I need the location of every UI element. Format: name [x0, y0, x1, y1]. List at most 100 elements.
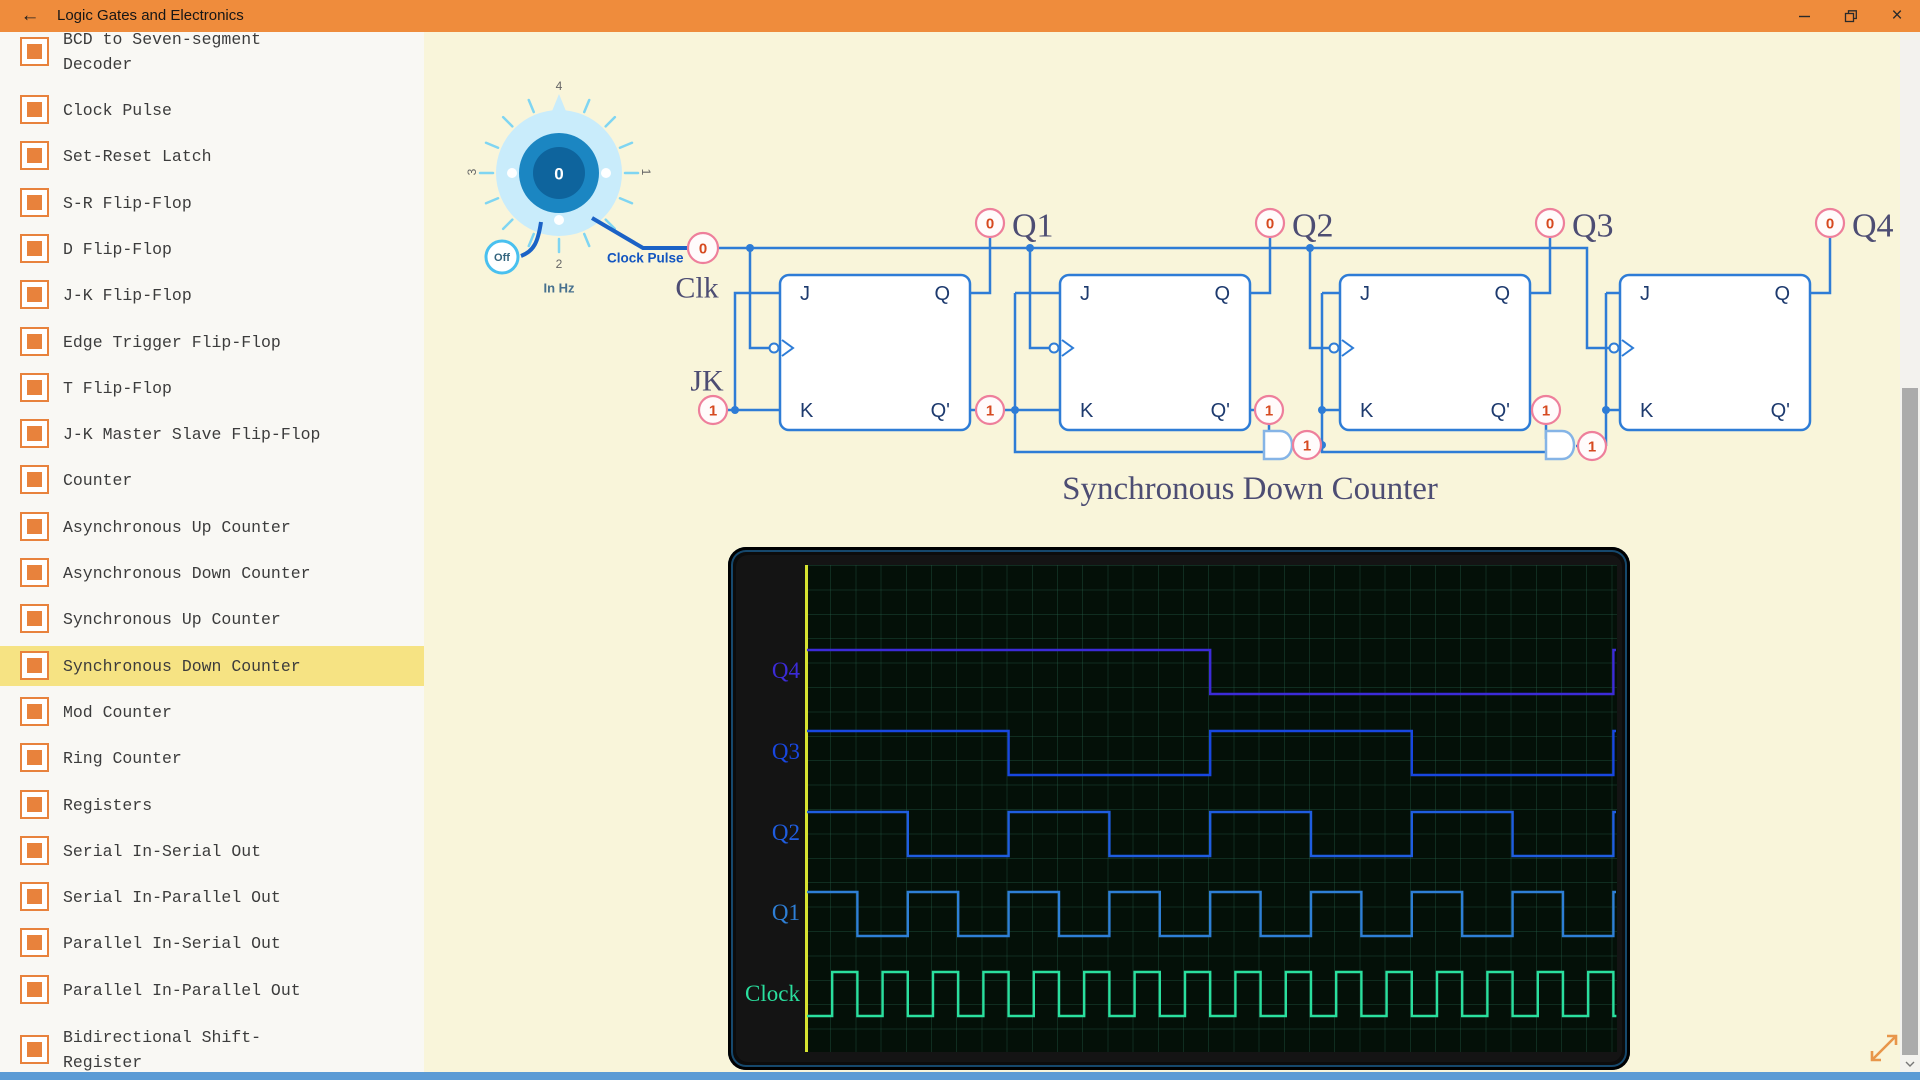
clock-dial[interactable]: 0 4 1 2 3 In Hz — [465, 79, 653, 296]
sidebar-item-label: T Flip-Flop — [63, 378, 172, 398]
sidebar-item-label: S-R Flip-Flop — [63, 193, 192, 213]
sidebar-item[interactable]: Synchronous Up Counter — [0, 599, 424, 639]
dial-off-badge[interactable]: Off — [484, 239, 520, 275]
restore-icon — [1844, 10, 1857, 23]
dial-tick — [484, 141, 500, 149]
minimize-button[interactable] — [1782, 0, 1828, 32]
sidebar-item[interactable]: Asynchronous Up Counter — [0, 507, 424, 547]
dial-unit-label: In Hz — [543, 281, 575, 296]
dial-tick — [583, 98, 591, 114]
topic-checkbox-icon — [20, 604, 49, 634]
sidebar-item-label: Serial In-Parallel Out — [63, 888, 281, 908]
title-bar: ← Logic Gates and Electronics × — [0, 0, 1920, 32]
topic-checkbox-icon — [20, 37, 49, 66]
dial-tick-label-bottom: 2 — [556, 257, 563, 271]
sidebar-item[interactable]: D Flip-Flop — [0, 229, 424, 269]
sidebar-item-label: Parallel In-Parallel Out — [63, 980, 301, 1000]
topic-checkbox-icon — [20, 650, 49, 680]
scroll-down-button[interactable] — [1900, 1055, 1920, 1072]
topic-checkbox-icon — [20, 696, 49, 726]
sidebar-item-label: Set-Reset Latch — [63, 147, 212, 167]
sidebar-item-label: Synchronous Down Counter — [63, 656, 301, 676]
sidebar-item[interactable]: T Flip-Flop — [0, 368, 424, 408]
waveform-q1 — [807, 890, 1616, 938]
sidebar-item-label: Synchronous Up Counter — [63, 610, 281, 630]
sidebar-item-label: Counter — [63, 471, 133, 491]
sidebar-item[interactable]: Clock Pulse — [0, 90, 424, 130]
sidebar-item[interactable]: Synchronous Down Counter — [0, 645, 424, 686]
sidebar-item[interactable]: Ring Counter — [0, 738, 424, 778]
waveform-q3 — [807, 729, 1616, 777]
vertical-scrollbar[interactable] — [1900, 32, 1920, 1072]
topic-checkbox-icon — [20, 372, 49, 402]
sidebar-item[interactable]: Serial In-Parallel Out — [0, 877, 424, 917]
selected-item-highlight — [0, 645, 424, 686]
dial-tick — [618, 141, 634, 149]
dial-off-label: Off — [494, 252, 510, 264]
sidebar-item[interactable]: Mod Counter — [0, 692, 424, 732]
dial-tick — [618, 197, 634, 205]
channel-label-q2: Q2 — [771, 820, 800, 845]
dial-tick — [484, 197, 500, 205]
topic-checkbox-icon — [20, 558, 49, 587]
sidebar-item[interactable]: Set-Reset Latch — [0, 136, 424, 176]
dial-tick-label-left: 3 — [465, 168, 479, 175]
dial-tick-label-right: 1 — [639, 169, 653, 176]
topic-checkbox-icon — [20, 743, 49, 773]
topic-checkbox-icon — [20, 141, 49, 171]
sidebar-item[interactable]: J-K Master Slave Flip-Flop — [0, 414, 424, 454]
topic-checkbox-icon — [20, 789, 49, 819]
dial-dot-right — [601, 168, 611, 178]
sidebar-item-label: J-K Flip-Flop — [63, 286, 192, 306]
sidebar-item-label: J-K Master Slave Flip-Flop — [63, 425, 321, 445]
sidebar-item-label: Registers — [63, 795, 153, 815]
waveform-q4 — [807, 648, 1616, 696]
app-title: Logic Gates and Electronics — [57, 7, 244, 24]
dial-tick-label-top: 4 — [556, 79, 563, 93]
topic-checkbox-icon — [20, 233, 49, 263]
topic-checkbox-icon — [20, 974, 49, 1004]
sidebar-item-label: Asynchronous Down Counter — [63, 564, 311, 583]
sidebar-item-label: Clock Pulse — [63, 101, 172, 120]
channel-label-q1: Q1 — [771, 900, 800, 925]
topic-checkbox-icon — [20, 465, 49, 495]
sidebar-item[interactable]: Asynchronous Down Counter — [0, 553, 424, 593]
sidebar-item[interactable]: Serial In-Serial Out — [0, 831, 424, 871]
sidebar-item[interactable]: Parallel In-Serial Out — [0, 923, 424, 963]
topic-checkbox-icon — [20, 280, 49, 310]
waveforms — [807, 648, 1617, 1018]
topic-checkbox-icon — [20, 928, 49, 958]
sidebar-item[interactable]: Parallel In-Parallel Out — [0, 970, 424, 1010]
waveform-q2 — [807, 810, 1616, 858]
dial-knob — [533, 147, 585, 199]
sidebar-item-label: Serial In-Serial Out — [63, 841, 262, 861]
sidebar-item[interactable]: S-R Flip-Flop — [0, 183, 424, 223]
channel-label-q3: Q3 — [771, 739, 800, 764]
sidebar-item[interactable]: J-K Flip-Flop — [0, 275, 424, 315]
channel-label-q4: Q4 — [771, 658, 800, 683]
sidebar-item[interactable]: Counter — [0, 460, 424, 500]
dial-tick — [583, 232, 591, 248]
chevron-down-icon — [1905, 1061, 1915, 1067]
dial-dot-bottom — [554, 215, 564, 225]
topic-checkbox-icon — [20, 835, 49, 865]
dial-tick — [501, 218, 514, 231]
sidebar-item[interactable]: Registers — [0, 785, 424, 825]
sidebar-item[interactable]: Bidirectional Shift-Register — [0, 1022, 424, 1072]
vertical-scrollbar-thumb[interactable] — [1902, 388, 1918, 1056]
close-icon: × — [1891, 5, 1903, 26]
restore-button[interactable] — [1828, 0, 1874, 32]
back-icon[interactable]: ← — [20, 5, 40, 26]
dial-dot-left — [507, 168, 517, 178]
expand-icon[interactable] — [1864, 1026, 1904, 1066]
horizontal-scrollbar[interactable] — [0, 1072, 1920, 1080]
sidebar-item[interactable]: Edge Trigger Flip-Flop — [0, 322, 424, 362]
close-button[interactable]: × — [1874, 0, 1920, 32]
sidebar-item-label: Ring Counter — [63, 749, 182, 769]
sidebar-item-label: Parallel In-Serial Out — [63, 934, 281, 954]
topic-checkbox-icon — [20, 511, 49, 541]
topic-checkbox-icon — [20, 882, 49, 912]
